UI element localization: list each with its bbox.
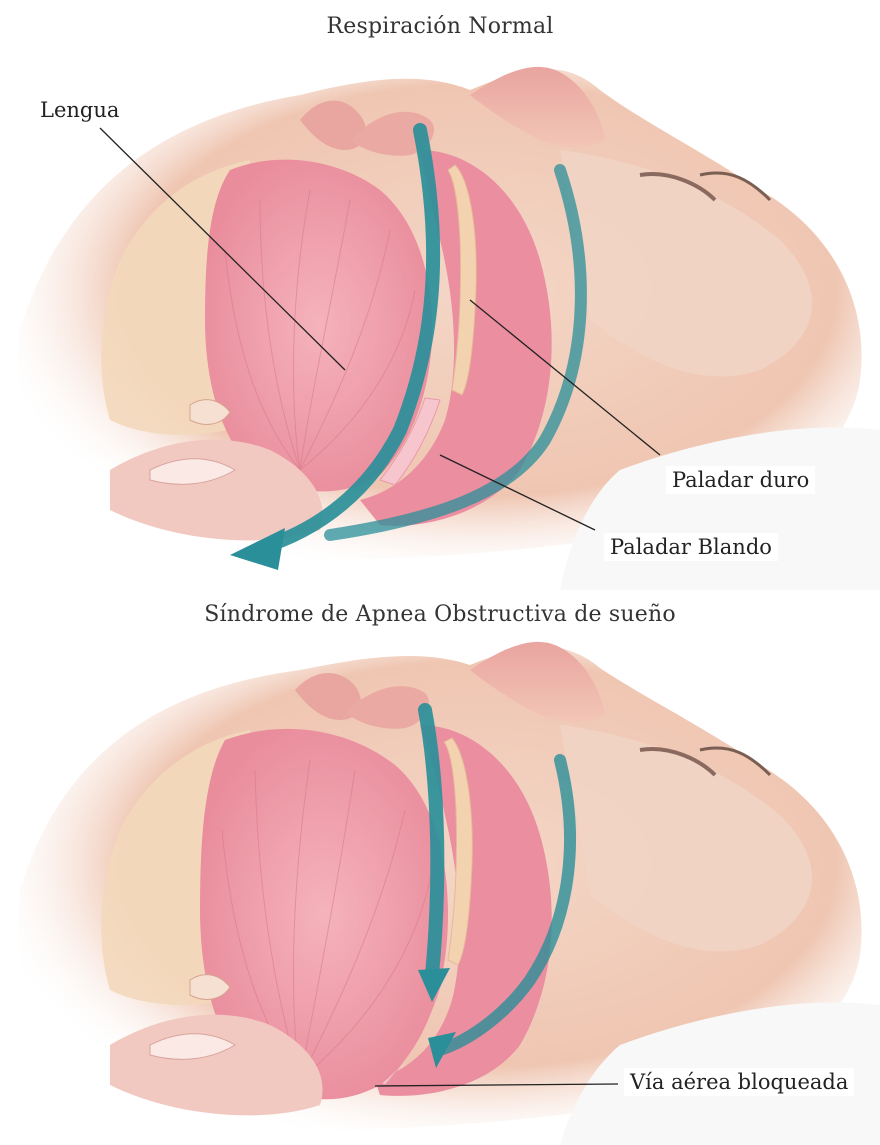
label-soft-palate: Paladar Blando bbox=[604, 533, 778, 561]
panel-title-normal: Respiración Normal bbox=[0, 14, 880, 39]
label-blocked-airway: Vía aérea bloqueada bbox=[624, 1068, 854, 1096]
label-hard-palate: Paladar duro bbox=[666, 466, 815, 494]
normal-illustration bbox=[0, 0, 880, 590]
label-tongue: Lengua bbox=[34, 96, 125, 124]
normal-breathing-panel: Respiración Normal Lengua Paladar duro P… bbox=[0, 0, 880, 590]
apnea-illustration bbox=[0, 590, 880, 1145]
panel-title-apnea: Síndrome de Apnea Obstructiva de sueño bbox=[0, 602, 880, 627]
apnea-panel: Síndrome de Apnea Obstructiva de sueño V… bbox=[0, 590, 880, 1145]
